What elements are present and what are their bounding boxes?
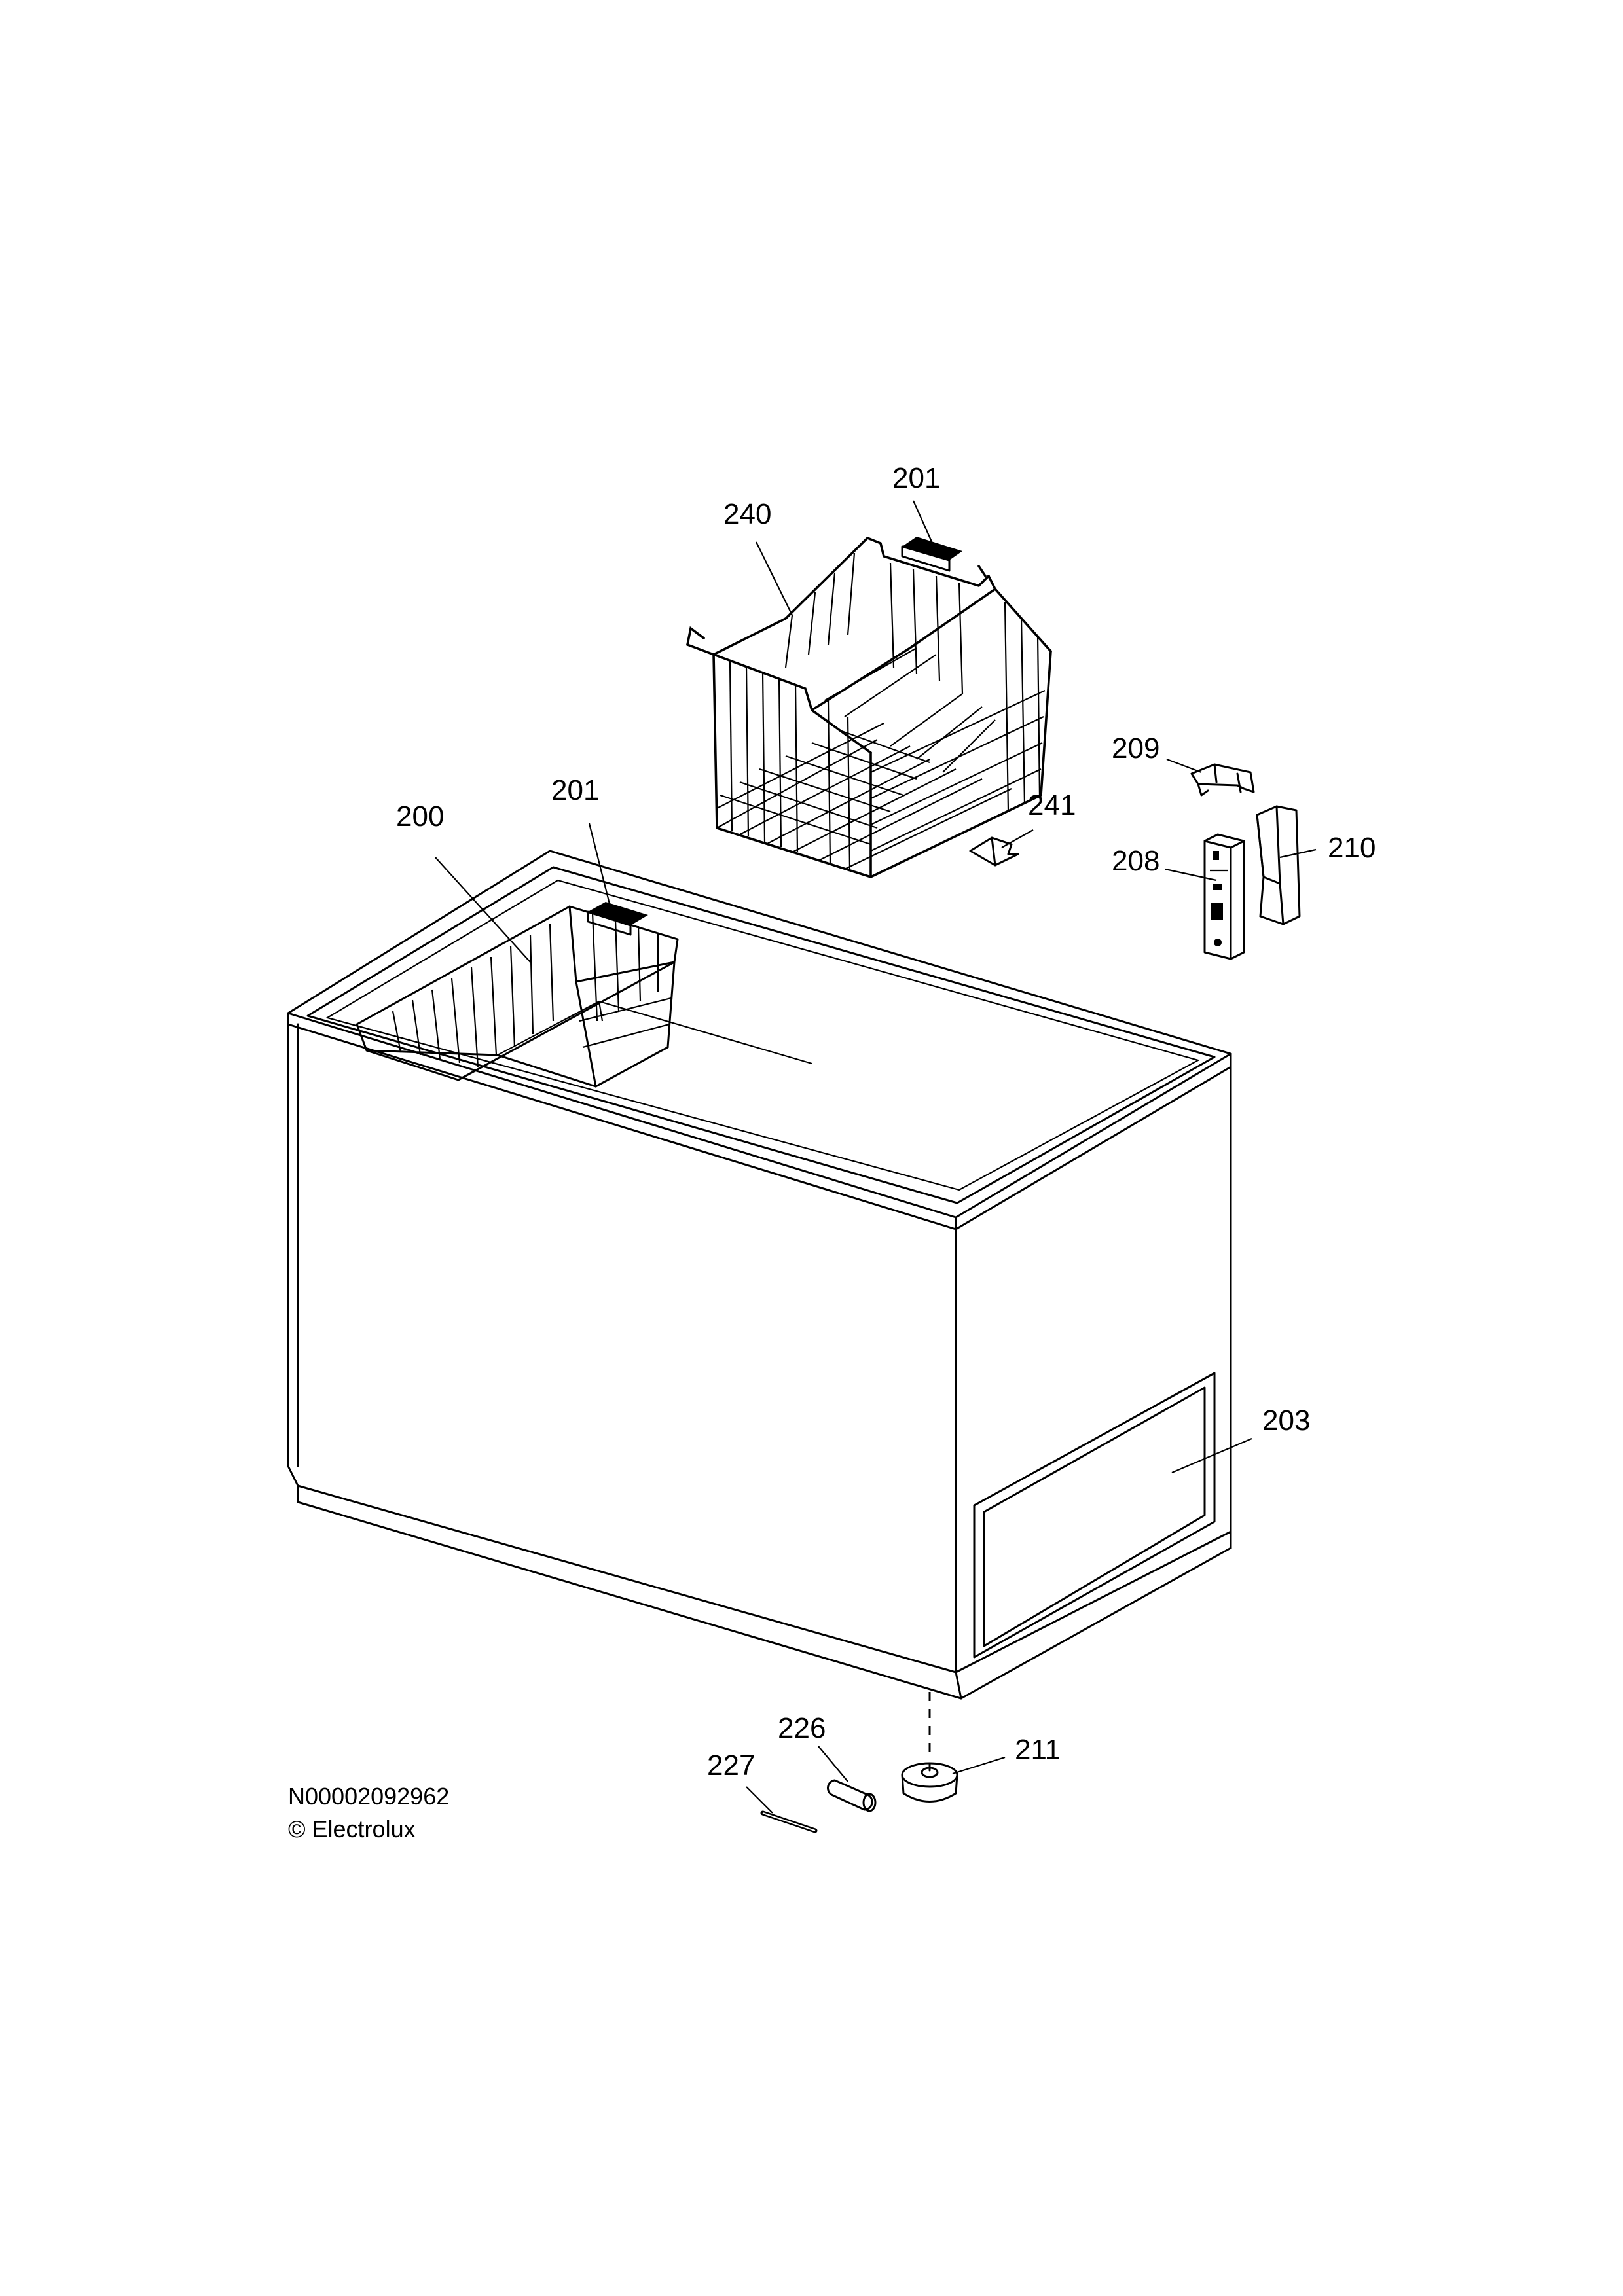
small-basket-in-cabinet — [356, 902, 679, 1088]
copyright-notice: © Electrolux — [288, 1816, 416, 1842]
label-part-203: 203 — [1262, 1405, 1310, 1437]
label-part-201-basket-large: 201 — [892, 462, 940, 494]
label-part-201-basket-small: 201 — [551, 774, 599, 806]
basket-divider-part — [969, 836, 1019, 867]
part-number-labels: 200 201 201 240 241 209 210 208 203 211 … — [396, 462, 1376, 1782]
cover-part — [1256, 805, 1301, 925]
leader-lines — [435, 500, 1317, 1814]
large-wire-basket — [686, 536, 1052, 878]
drain-plug-part — [901, 1762, 958, 1803]
label-part-240: 240 — [723, 498, 771, 530]
label-part-210: 210 — [1328, 832, 1376, 864]
label-part-226: 226 — [778, 1712, 826, 1744]
chest-freezer-cabinet — [287, 850, 1232, 1700]
label-part-208: 208 — [1112, 845, 1159, 877]
thermostat-bracket-part — [1203, 833, 1245, 960]
document-code: N00002092962 — [288, 1783, 450, 1810]
label-part-200: 200 — [396, 800, 444, 833]
label-part-209: 209 — [1112, 732, 1159, 764]
drain-pipe-part — [827, 1779, 877, 1812]
pin-part — [760, 1810, 818, 1833]
label-part-241: 241 — [1028, 789, 1076, 821]
label-part-227: 227 — [707, 1749, 755, 1782]
clip-part — [1190, 763, 1255, 797]
label-part-211: 211 — [1015, 1734, 1061, 1766]
